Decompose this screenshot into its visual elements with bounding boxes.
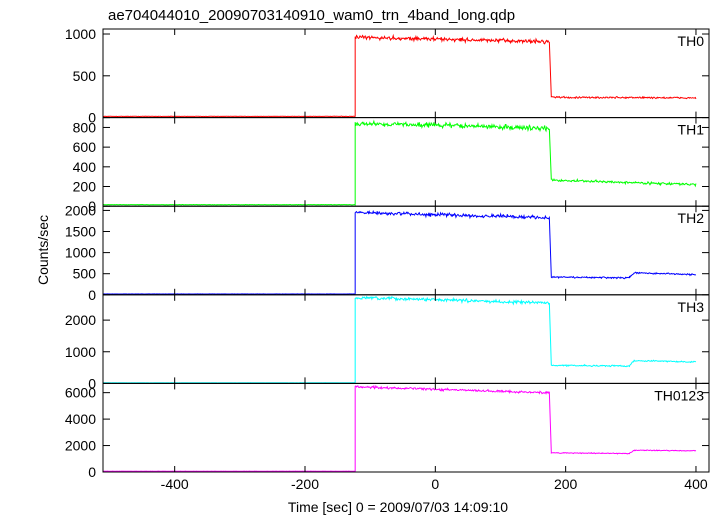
y-tick-label: 2000 <box>65 438 96 454</box>
x-axis-label: Time [sec] 0 = 2009/07/03 14:09:10 <box>288 499 508 515</box>
y-tick-label: 500 <box>73 266 97 282</box>
y-axis-label: Counts/sec <box>35 215 51 285</box>
panel-frame-1 <box>102 28 710 119</box>
x-tick-label: 0 <box>431 476 439 492</box>
x-tick-label: -400 <box>161 476 189 492</box>
panel-frame-3 <box>102 205 710 296</box>
y-tick-label: 600 <box>73 139 97 155</box>
y-tick-label: 2000 <box>65 202 96 218</box>
y-tick-label: 0 <box>88 198 96 214</box>
y-tick-label: 800 <box>73 119 97 135</box>
chart-panels: 0 500 1000 TH0 0 200 400 600 800 TH1 0 500 1000 1500 2… <box>65 26 710 492</box>
series-line-th1 <box>102 119 697 206</box>
panel-label-th2: TH2 <box>678 210 705 226</box>
y-tick-label: 1000 <box>65 344 96 360</box>
panel-label-th1: TH1 <box>678 122 705 138</box>
y-tick-label: 500 <box>73 68 97 84</box>
y-tick-label: 1000 <box>65 26 96 42</box>
y-tick-label: 0 <box>88 464 96 480</box>
x-tick-label: 400 <box>684 476 708 492</box>
y-tick-label: 200 <box>73 179 97 195</box>
chart-title: ae704044010_20090703140910_wam0_trn_4ban… <box>108 7 515 24</box>
x-tick-label: -200 <box>291 476 319 492</box>
series-line-th2 <box>102 209 697 295</box>
panel-frame-5 <box>102 382 710 473</box>
y-tick-label: 2000 <box>65 312 96 328</box>
series-line-th3 <box>102 295 697 384</box>
y-tick-label: 0 <box>88 287 96 303</box>
y-tick-label: 0 <box>88 375 96 391</box>
series-line-th0 <box>102 33 697 118</box>
panel-frame-4 <box>102 294 710 384</box>
y-tick-label: 0 <box>88 110 96 126</box>
y-tick-label: 6000 <box>65 385 96 401</box>
panel-label-th0: TH0 <box>678 33 705 49</box>
y-tick-label: 1500 <box>65 224 96 240</box>
y-tick-label: 4000 <box>65 411 96 427</box>
panel-label-th0123: TH0123 <box>654 387 704 403</box>
x-tick-label: 200 <box>554 476 578 492</box>
y-tick-label: 1000 <box>65 245 96 261</box>
y-tick-label: 400 <box>73 159 97 175</box>
panel-label-th3: TH3 <box>678 299 705 315</box>
series-line-th0123 <box>103 384 697 472</box>
panel-frame-2 <box>102 117 710 207</box>
